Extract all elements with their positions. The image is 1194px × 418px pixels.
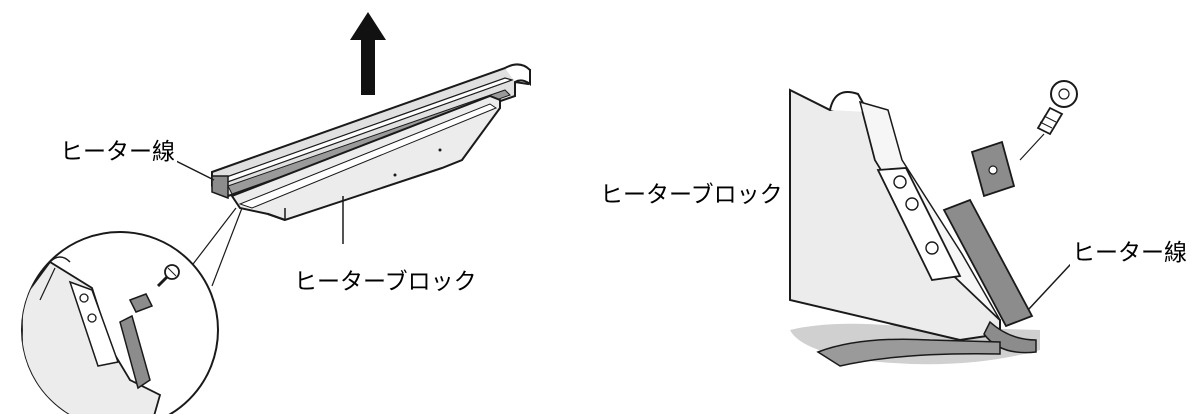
label-heater-wire-left: ヒーター線 [58, 137, 177, 167]
zoom-callout-lines [189, 207, 243, 287]
detail-magnifier [21, 231, 219, 418]
label-heater-wire-right: ヒーター線 [1070, 238, 1189, 268]
left-wire-leader [169, 157, 215, 181]
label-heater-block-left: ヒーターブロック [292, 267, 479, 297]
right-heater-wire [816, 198, 1037, 367]
screw-icon [156, 264, 180, 288]
right-heater-block [789, 88, 1001, 342]
large-screw-icon [1019, 80, 1078, 161]
right-illustration [789, 80, 1083, 367]
up-arrow-icon [350, 12, 386, 95]
clamp-plate [970, 140, 1016, 198]
left-heater-block [230, 94, 501, 222]
left-illustration [21, 12, 532, 418]
label-heater-block-right: ヒーターブロック [598, 180, 785, 210]
